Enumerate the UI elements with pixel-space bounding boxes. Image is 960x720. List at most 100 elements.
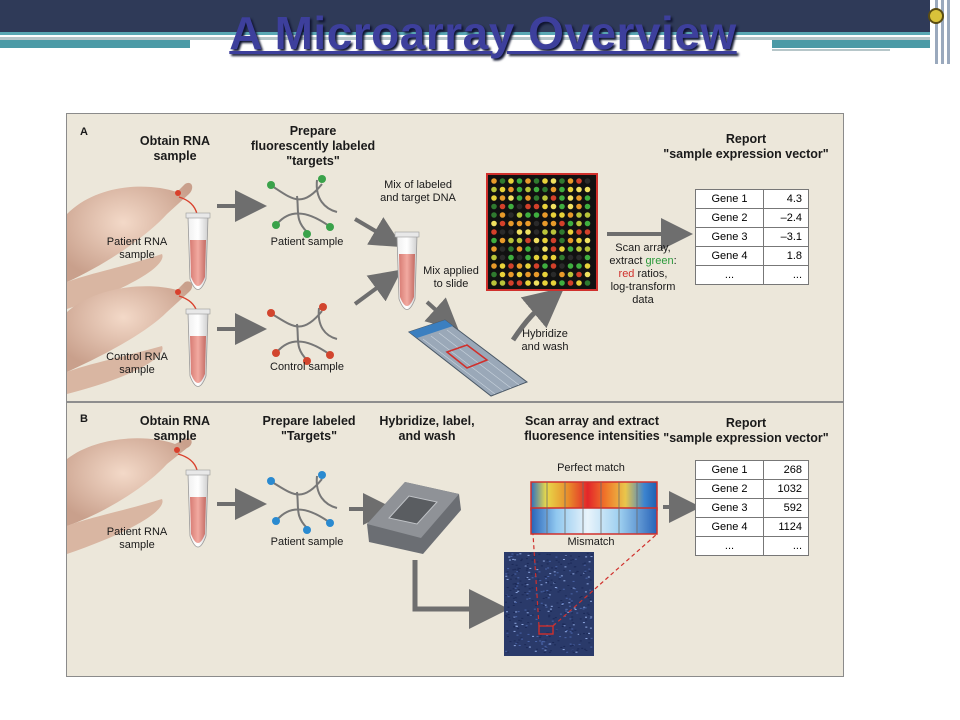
scan-pixel: [532, 635, 535, 637]
panel-a-letter: A: [80, 126, 88, 138]
scan-pixel: [543, 651, 546, 653]
scan-pixel: [549, 611, 552, 613]
array-spot: [576, 178, 582, 184]
scan-pixel: [570, 632, 573, 634]
scan-pixel: [528, 646, 531, 648]
scan-pixel: [546, 563, 549, 565]
array-spot: [542, 178, 548, 184]
array-spot: [567, 186, 574, 193]
scan-pixel: [543, 591, 546, 593]
scan-pixel: [560, 575, 563, 577]
scan-pixel: [516, 554, 519, 556]
mix-tube: [394, 231, 420, 310]
scan-pixel: [550, 584, 553, 586]
scan-pixel: [560, 600, 563, 602]
array-spot: [559, 254, 565, 261]
scan-pixel: [519, 553, 522, 555]
expression-value-cell: 592: [763, 498, 809, 518]
scan-pixel: [540, 602, 543, 604]
array-spot: [559, 186, 565, 193]
blue-dye-dots: [267, 471, 334, 534]
scan-pixel: [555, 559, 558, 561]
mismatch-label: Mismatch: [567, 536, 615, 548]
scan-pixel: [585, 556, 588, 558]
scan-pixel: [559, 590, 562, 592]
control-rna-label: Control RNA sample: [106, 351, 168, 376]
array-spot: [491, 178, 497, 184]
expression-value-cell: 1.8: [763, 246, 809, 266]
scan-pixel: [569, 645, 572, 647]
expression-value-cell: 1032: [763, 479, 809, 499]
array-spot: [525, 212, 531, 218]
scan-pixel: [572, 652, 575, 654]
scan-pixel: [576, 571, 579, 573]
scan-pixel: [547, 594, 550, 596]
scan-pixel: [539, 637, 542, 639]
array-spot: [499, 186, 506, 193]
scan-pixel: [586, 612, 589, 614]
scan-pixel: [514, 585, 517, 587]
scan-pixel: [521, 638, 524, 640]
scan-pixel: [585, 650, 588, 652]
mismatch-strip: [530, 507, 658, 535]
scan-pixel: [514, 568, 517, 570]
array-spot: [559, 229, 565, 235]
array-spot: [542, 263, 548, 269]
scan-pixel: [513, 626, 516, 628]
scan-pixel: [572, 622, 575, 624]
scan-pixel: [517, 589, 520, 591]
scan-pixel: [540, 642, 543, 644]
green-dye-dots: [267, 175, 334, 238]
array-spot: [576, 220, 582, 227]
array-spot: [559, 212, 565, 218]
scan-pixel: [546, 580, 549, 582]
scan-pixel: [535, 593, 538, 595]
red-dye-dots: [267, 303, 334, 365]
scan-pixel: [531, 577, 534, 579]
scan-pixel: [571, 616, 574, 618]
array-spot: [491, 237, 497, 244]
array-spot: [584, 186, 591, 193]
scan-pixel: [514, 601, 517, 603]
scan-pixel: [588, 642, 591, 644]
array-spot: [567, 263, 574, 269]
scan-pixel: [513, 645, 516, 647]
scan-pixel: [519, 601, 522, 603]
scan-pixel: [556, 572, 559, 574]
mix-label: Mix of labeled and target DNA: [380, 179, 456, 204]
array-spot: [576, 195, 582, 201]
array-spot: [576, 280, 582, 286]
array-spot: [499, 195, 506, 201]
scan-pixel: [570, 573, 573, 575]
array-spot: [584, 195, 591, 201]
scan-pixel: [570, 588, 573, 590]
scan-pixel: [515, 642, 518, 644]
scan-pixel: [506, 578, 509, 580]
scan-pixel: [511, 553, 514, 555]
scan-pixel: [525, 569, 528, 571]
scan-pixel: [515, 564, 518, 566]
scan-pixel: [550, 567, 553, 569]
gene-name-cell: ...: [695, 536, 764, 556]
scan-pixel: [567, 611, 570, 613]
scan-pixel: [590, 637, 593, 639]
array-spot: [491, 220, 497, 227]
array-spot: [516, 178, 523, 184]
scan-pixel: [542, 590, 545, 592]
scan-pixel: [580, 595, 583, 597]
scan-pixel: [530, 573, 533, 575]
scan-pixel: [514, 583, 517, 585]
scan-pixel: [570, 602, 573, 604]
scan-pixel: [572, 623, 575, 625]
array-spot: [525, 186, 531, 193]
scan-pixel: [549, 573, 552, 575]
array-spot: [491, 212, 497, 218]
array-spot: [508, 246, 514, 252]
scan-pixel: [507, 574, 510, 576]
scan-pixel: [555, 629, 558, 631]
scan-pixel: [508, 616, 511, 618]
scan-pixel: [570, 593, 573, 595]
array-spot: [584, 280, 591, 286]
array-spot: [491, 195, 497, 201]
